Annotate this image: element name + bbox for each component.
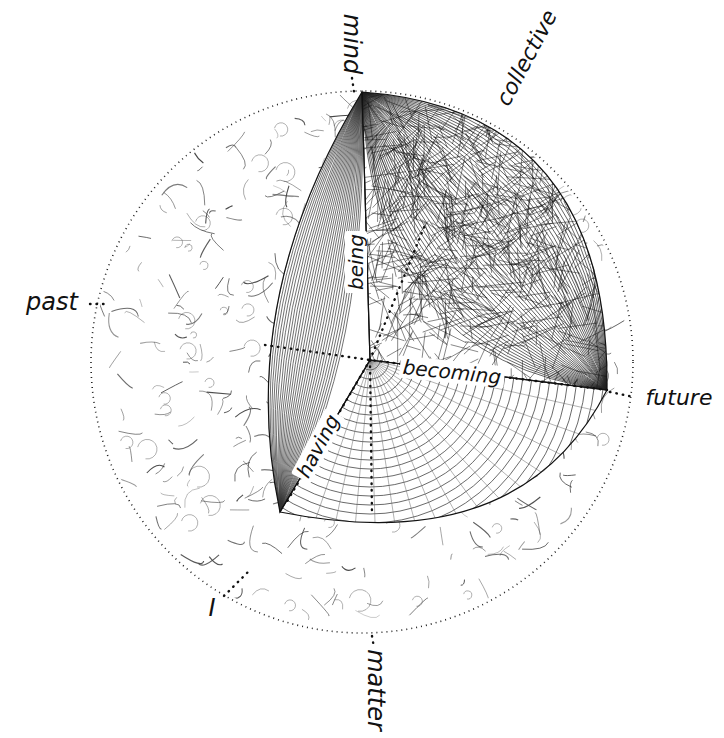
pole-label: collective [492, 6, 563, 110]
pole-label: I [208, 595, 215, 621]
sphere-outline [91, 91, 633, 633]
pole-label: future [646, 386, 713, 410]
axis-label: being [345, 231, 367, 293]
pole-label: past [26, 289, 78, 315]
dotted-axes [90, 78, 634, 648]
pole-label: matter [363, 649, 389, 731]
curved-hatching [268, 92, 362, 512]
concentric-arcs [72, 62, 688, 680]
dark-hatching [319, 92, 652, 435]
pole-label: mind [339, 14, 365, 75]
